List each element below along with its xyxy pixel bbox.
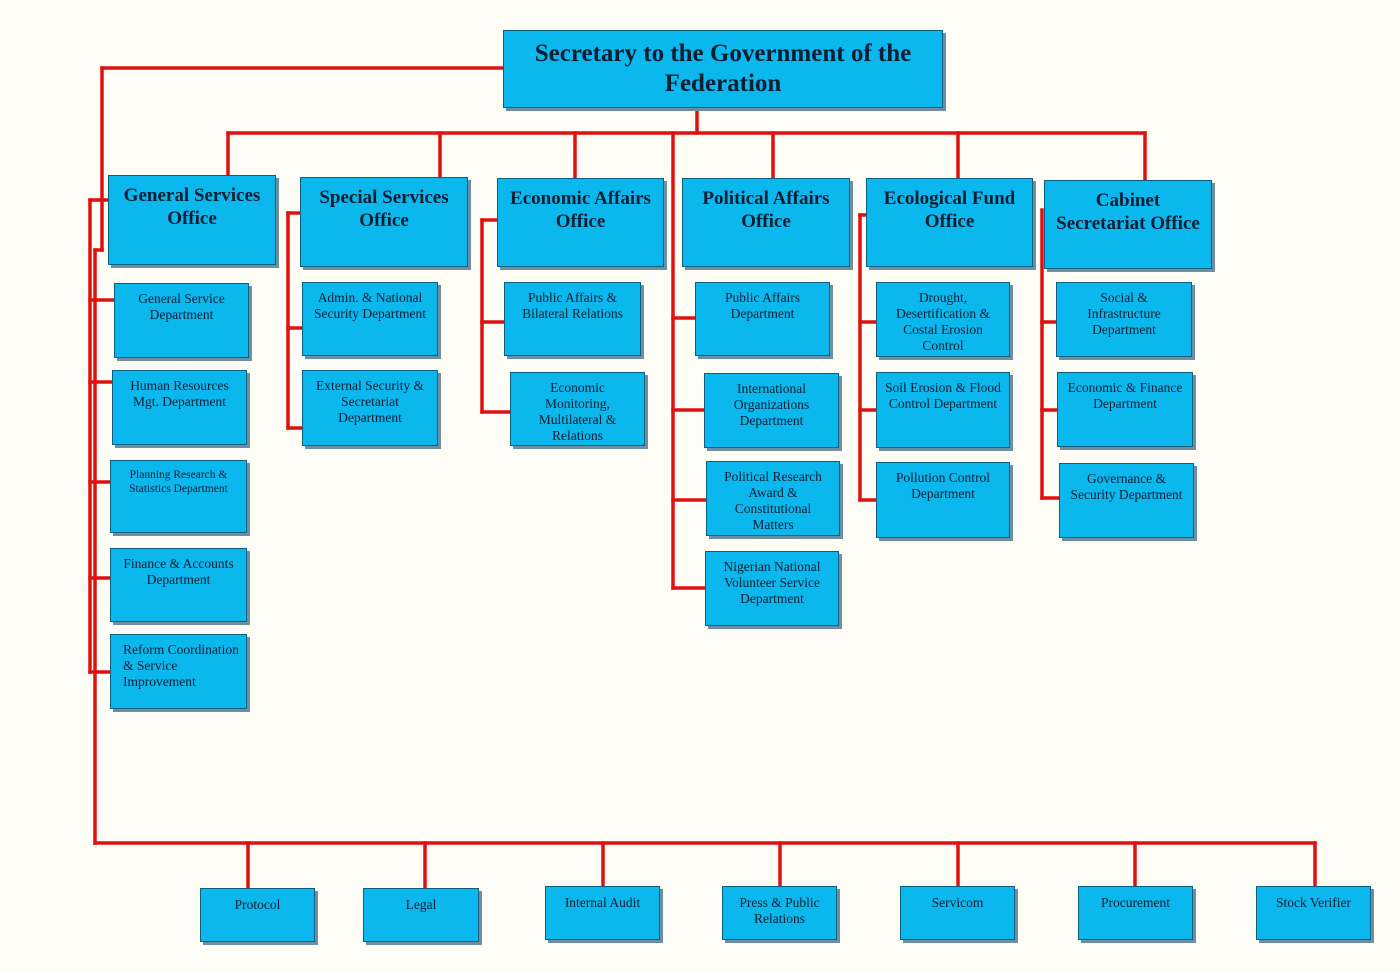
unit-label: Procurement — [1101, 895, 1170, 910]
dept-label: Economic Monitoring, Multilateral & Rela… — [538, 380, 617, 443]
unit-label: Servicom — [931, 895, 984, 910]
office-label: Special Services Office — [319, 187, 449, 231]
dept-label: Reform Coordination & Service Improvemen… — [123, 642, 239, 689]
office-label: Economic Affairs Office — [510, 188, 651, 232]
top-box-label: Secretary to the Government of the Feder… — [534, 40, 912, 97]
dept-box: Reform Coordination & Service Improvemen… — [110, 634, 247, 709]
dept-box: Soil Erosion & Flood Control Department — [876, 372, 1010, 448]
dept-box: Social & Infrastructure Department — [1056, 282, 1192, 357]
dept-box: Public Affairs & Bilateral Relations — [504, 282, 641, 356]
dept-box: Public Affairs Department — [695, 282, 830, 356]
dept-box: Political Research Award & Constitutiona… — [706, 461, 840, 536]
dept-label: Nigerian National Volunteer Service Depa… — [723, 559, 821, 606]
dept-box: Nigerian National Volunteer Service Depa… — [705, 551, 839, 626]
unit-label: Stock Verifier — [1275, 895, 1352, 910]
dept-box: Planning Research & Statistics Departmen… — [110, 460, 247, 533]
dept-box: Finance & Accounts Department — [110, 548, 247, 622]
unit-internal-audit: Internal Audit — [545, 886, 660, 940]
unit-label: Press & Public Relations — [739, 895, 820, 926]
dept-box: General Service Department — [114, 283, 249, 358]
dept-label: Admin. & National Security Department — [313, 290, 427, 321]
dept-box: Drought, Desertification & Costal Erosio… — [876, 282, 1010, 357]
dept-box: External Security & Secretariat Departme… — [302, 370, 438, 446]
unit-label: Internal Audit — [564, 895, 641, 910]
dept-label: Social & Infrastructure Department — [1087, 290, 1161, 337]
office-political-affairs: Political Affairs Office — [682, 178, 850, 267]
office-economic-affairs: Economic Affairs Office — [497, 178, 664, 267]
unit-servicom: Servicom — [900, 886, 1015, 940]
dept-label: Political Research Award & Constitutiona… — [724, 469, 822, 532]
unit-legal: Legal — [363, 888, 479, 942]
unit-procurement: Procurement — [1078, 886, 1193, 940]
unit-label: Legal — [405, 897, 437, 912]
dept-box: Economic & Finance Department — [1057, 372, 1193, 447]
dept-box: Pollution Control Department — [876, 462, 1010, 538]
dept-label: Finance & Accounts Department — [123, 556, 234, 587]
dept-box: Admin. & National Security Department — [302, 282, 438, 356]
dept-box: Governance & Security Department — [1059, 463, 1194, 538]
dept-label: Planning Research & Statistics Departmen… — [129, 469, 228, 495]
unit-protocol: Protocol — [200, 888, 315, 942]
office-label: Cabinet Secretariat Office — [1056, 190, 1200, 234]
dept-label: Public Affairs Department — [724, 290, 801, 321]
dept-label: Governance & Security Department — [1070, 471, 1183, 502]
unit-label: Protocol — [234, 897, 281, 912]
dept-label: Soil Erosion & Flood Control Department — [885, 380, 1001, 411]
office-label: Political Affairs Office — [702, 188, 830, 232]
dept-box: Human Resources Mgt. Department — [112, 370, 247, 445]
unit-stock-verifier: Stock Verifier — [1256, 886, 1371, 940]
office-cabinet-secretariat: Cabinet Secretariat Office — [1044, 180, 1212, 269]
dept-box: Economic Monitoring, Multilateral & Rela… — [510, 372, 645, 446]
dept-label: Pollution Control Department — [895, 470, 991, 501]
office-special-services: Special Services Office — [300, 177, 468, 267]
dept-box: International Organizations Department — [704, 373, 839, 448]
unit-press-public-relations: Press & Public Relations — [722, 886, 837, 940]
office-label: Ecological Fund Office — [883, 188, 1016, 232]
dept-label: Economic & Finance Department — [1067, 380, 1183, 411]
top-box-sgf: Secretary to the Government of the Feder… — [503, 30, 943, 108]
office-label: General Services Office — [123, 185, 261, 229]
dept-label: International Organizations Department — [733, 381, 810, 428]
dept-label: Drought, Desertification & Costal Erosio… — [895, 290, 991, 353]
dept-label: Public Affairs & Bilateral Relations — [522, 290, 623, 321]
dept-label: General Service Department — [138, 291, 225, 322]
dept-label: Human Resources Mgt. Department — [130, 378, 229, 409]
office-general-services: General Services Office — [108, 175, 276, 265]
dept-label: External Security & Secretariat Departme… — [316, 378, 424, 425]
office-ecological-fund: Ecological Fund Office — [866, 178, 1033, 267]
